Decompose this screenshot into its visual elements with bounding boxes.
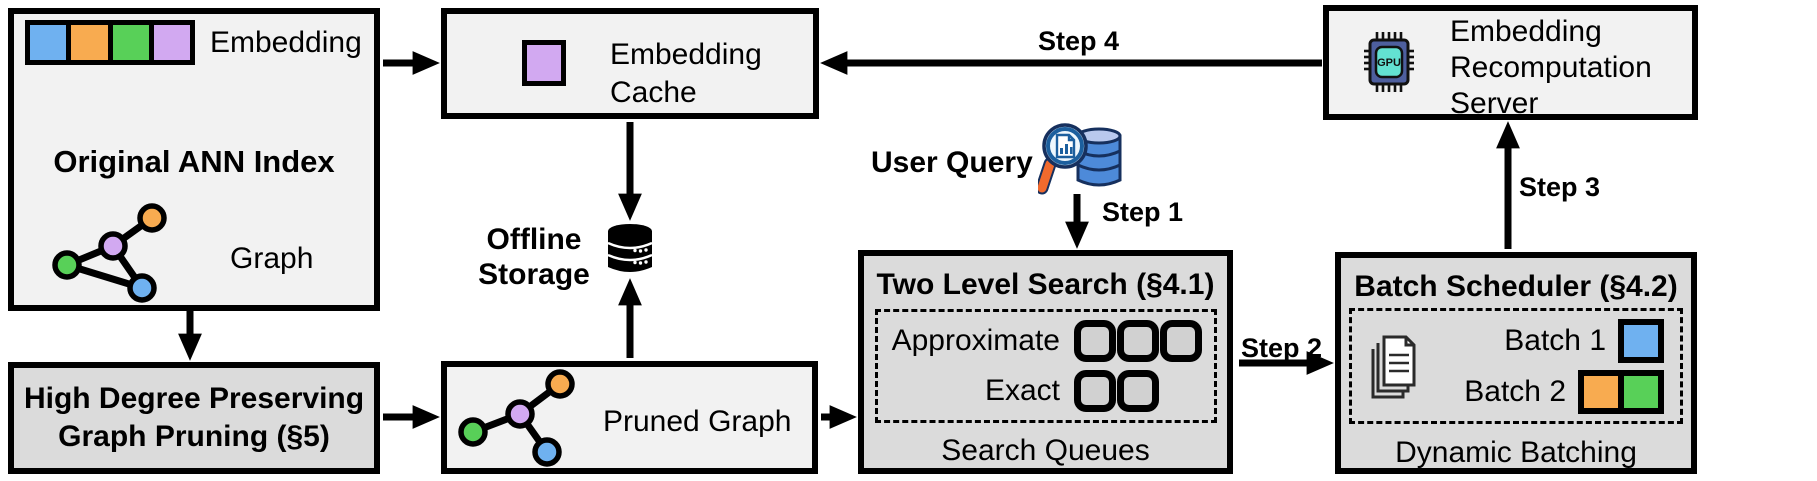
green-embedding-cell (112, 25, 149, 60)
embedding-cache-box: Embedding Cache (441, 8, 819, 119)
graph-node-blue (127, 273, 157, 303)
blue-embedding-cell (30, 25, 67, 60)
batch-row-1: Batch 1 (1447, 318, 1664, 363)
queue-row-exact: Exact (888, 370, 1204, 412)
recomputation-server-label: Embedding Recomputation Server (1450, 15, 1652, 120)
approximate-slots (1074, 320, 1203, 362)
queue-slot (1074, 320, 1116, 362)
embedding-cache-label: Embedding Cache (610, 38, 762, 109)
exact-slots (1074, 370, 1160, 412)
exact-label: Exact (984, 374, 1060, 407)
two-level-search-title: Two Level Search (§4.1) (876, 268, 1215, 301)
pruned-graph-label: Pruned Graph (603, 405, 792, 438)
queue-row-approximate: Approximate (888, 320, 1204, 362)
documents-icon (1371, 335, 1416, 399)
graph-node-purple (505, 399, 535, 429)
search-queues-panel: Approximate Exact (875, 309, 1217, 423)
batch-scheduler-box: Batch Scheduler (§4.2) Batch 1 (1335, 252, 1697, 474)
gpu-chip-icon: GPU (1364, 32, 1414, 92)
blue-batch-cell (1618, 318, 1664, 363)
batch-row-2: Batch 2 (1447, 369, 1664, 414)
queue-slot (1117, 370, 1159, 412)
two-level-search-box: Two Level Search (§4.1) Approximate Exac… (858, 250, 1233, 474)
graph-node-purple (98, 231, 128, 261)
document-lines (1389, 353, 1409, 373)
pruned-graph-icon (458, 369, 575, 467)
queue-slot (1117, 320, 1159, 362)
search-queues-label: Search Queues (941, 434, 1150, 467)
batch-scheduler-title: Batch Scheduler (§4.2) (1354, 270, 1678, 303)
user-query-icon (1038, 123, 1122, 195)
high-degree-pruning-box: High Degree Preserving Graph Pruning (§5… (8, 362, 380, 474)
graph-node-orange (137, 203, 167, 233)
document-glyph (1055, 133, 1076, 159)
user-query-label: User Query (871, 146, 1033, 179)
graph-node-green (52, 250, 82, 280)
magnifier (1038, 123, 1088, 195)
purple-embedding-cell (153, 25, 190, 60)
embedding-label: Embedding (210, 26, 362, 59)
embedding-strip-icon (25, 20, 195, 65)
batch-1-label: Batch 1 (1504, 323, 1606, 357)
approximate-label: Approximate (891, 324, 1060, 357)
graph-node-blue (532, 437, 562, 467)
cached-embedding-icon (522, 40, 566, 86)
pruned-graph-box: Pruned Graph (441, 361, 818, 474)
offline-storage-label: Offline Storage (478, 223, 590, 291)
magnifier-handle (1038, 159, 1055, 193)
orange-batch-cell (1578, 369, 1624, 414)
step-2-label: Step 2 (1241, 333, 1323, 363)
batch-2-label: Batch 2 (1464, 374, 1566, 408)
orange-embedding-cell (71, 25, 108, 60)
queue-slot (1160, 320, 1202, 362)
graph-node-green (458, 417, 488, 447)
step-1-label: Step 1 (1102, 197, 1184, 227)
batch-2-cells (1578, 369, 1664, 414)
ann-graph-icon (52, 203, 167, 303)
step-4-label: Step 4 (1038, 26, 1120, 56)
original-ann-index-title: Original ANN Index (53, 144, 335, 179)
original-ann-index-box: Embedding Original ANN Index Graph (8, 8, 380, 311)
dynamic-batching-panel: Batch 1 Batch 2 (1349, 308, 1683, 424)
graph-node-orange (545, 369, 575, 399)
step-3-label: Step 3 (1519, 172, 1601, 202)
dynamic-batching-label: Dynamic Batching (1395, 436, 1637, 469)
recomputation-server-box: GPU Embedding Recomputation Server (1323, 5, 1698, 120)
graph-label: Graph (230, 242, 314, 275)
high-degree-pruning-title: High Degree Preserving Graph Pruning (§5… (23, 382, 365, 453)
database-icon (607, 224, 653, 272)
database-dots (633, 248, 648, 265)
gpu-chip-label: GPU (1377, 57, 1401, 69)
green-batch-cell (1618, 369, 1664, 414)
queue-slot (1074, 370, 1116, 412)
batch-1-cells (1618, 318, 1664, 363)
